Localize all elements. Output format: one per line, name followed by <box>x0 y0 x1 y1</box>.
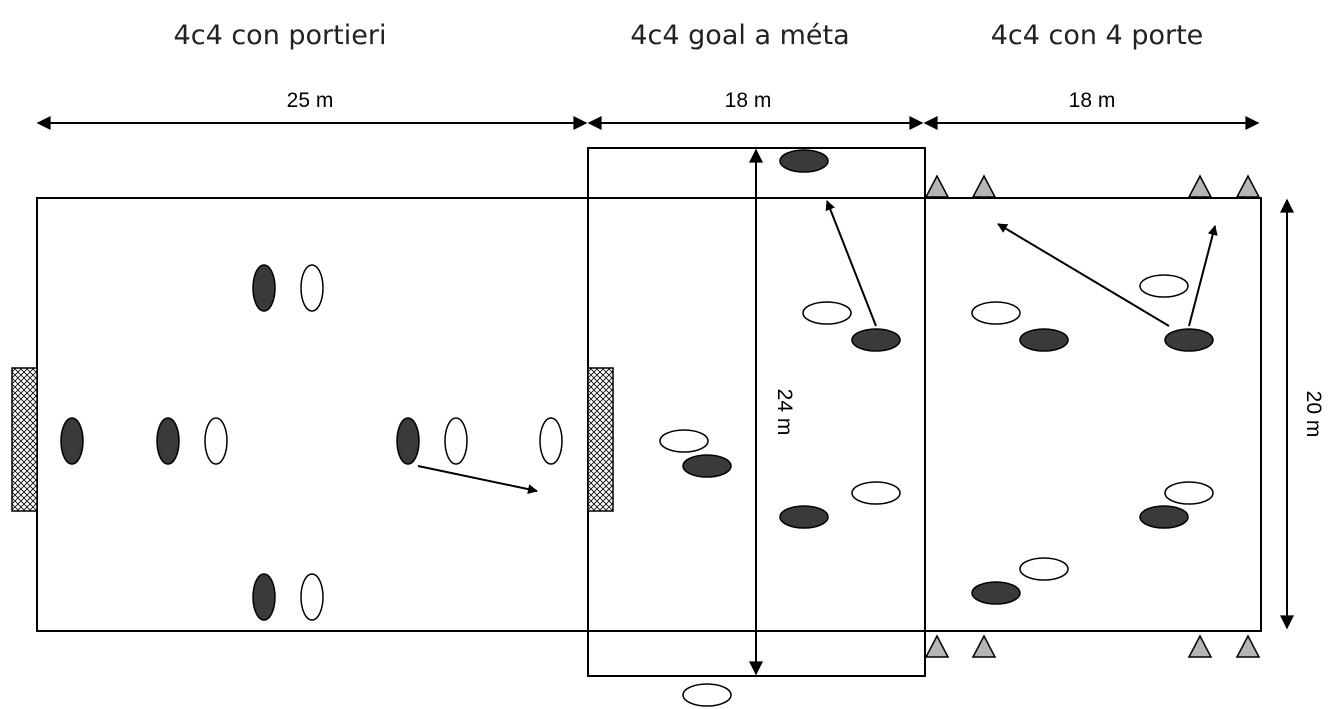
movement-arrow <box>825 200 877 327</box>
player-dark <box>1019 328 1069 352</box>
player-light <box>539 417 563 465</box>
player-dark <box>779 505 829 529</box>
player-light <box>444 417 468 465</box>
title-goal-a-meta: 4c4 goal a méta <box>630 20 849 51</box>
player-dark <box>851 328 901 352</box>
title-con-4-porte: 4c4 con 4 porte <box>991 20 1204 51</box>
player-dark <box>252 264 276 312</box>
player-light <box>971 301 1021 325</box>
cone <box>924 174 950 198</box>
player-light <box>802 301 852 325</box>
movement-arrow <box>1188 225 1218 327</box>
dimension-label-20m: 20 m <box>1302 391 1325 438</box>
player-dark <box>396 417 420 465</box>
cone <box>1235 174 1261 198</box>
dimension-label-25m: 25 m <box>287 89 334 112</box>
player-light <box>1139 274 1189 298</box>
player-dark <box>1164 328 1214 352</box>
player-light <box>300 264 324 312</box>
player-dark <box>682 454 732 478</box>
main-field-outline <box>36 197 1262 632</box>
title-con-portieri: 4c4 con portieri <box>174 20 387 51</box>
dimension-label-18m-a: 18 m <box>725 89 772 112</box>
movement-arrow <box>417 465 538 495</box>
player-dark <box>156 417 180 465</box>
dimension-label-24m: 24 m <box>773 389 796 436</box>
player-dark <box>252 573 276 621</box>
cone <box>971 634 997 658</box>
player-dark <box>1139 505 1189 529</box>
player-dark <box>971 581 1021 605</box>
player-light <box>1019 557 1069 581</box>
cone <box>924 634 950 658</box>
goal-left <box>11 367 38 512</box>
player-dark <box>60 417 84 465</box>
player-light <box>682 683 732 707</box>
goal-right <box>587 367 614 512</box>
dimension-label-18m-b: 18 m <box>1069 89 1116 112</box>
player-light <box>659 429 709 453</box>
cone <box>1235 634 1261 658</box>
cone <box>971 174 997 198</box>
player-light <box>204 417 228 465</box>
player-light <box>1164 481 1214 505</box>
player-dark <box>779 149 829 173</box>
player-light <box>300 573 324 621</box>
cone <box>1187 634 1213 658</box>
cone <box>1187 174 1213 198</box>
player-light <box>851 481 901 505</box>
movement-arrow <box>997 223 1170 327</box>
